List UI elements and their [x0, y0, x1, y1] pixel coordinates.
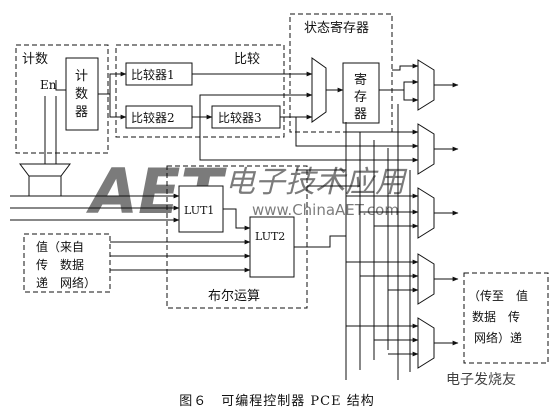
input-line-3: 递 网络） — [36, 275, 96, 290]
output-values-box — [463, 272, 549, 364]
register-char-3: 器 — [354, 107, 367, 122]
lut2-label: LUT2 — [255, 230, 285, 243]
comparator1-label: 比较器1 — [131, 67, 175, 82]
output-mux-3 — [417, 187, 435, 239]
counter-char-3: 器 — [75, 105, 88, 120]
output-line-1: （传至 值 — [468, 288, 528, 303]
watermark-url: www.ChinaAET.com — [252, 201, 399, 219]
output-mux-2 — [417, 123, 435, 175]
input-line-2: 传 数据 — [36, 257, 84, 272]
counter-block — [65, 57, 99, 131]
figure-caption: 图６ 可编程控制器 PCE 结构 — [179, 394, 375, 409]
output-line-3: 网络）递 — [474, 330, 522, 345]
output-mux-1 — [417, 59, 435, 111]
output-mux-4 — [417, 253, 435, 305]
watermark-cn: 电子技术应用 — [225, 165, 408, 200]
comparator3-label: 比较器3 — [218, 110, 262, 125]
input-values-box — [23, 233, 111, 293]
counting-group — [15, 44, 109, 154]
counter-char-1: 计 — [75, 69, 88, 84]
status-register-group — [289, 13, 393, 133]
input-line-1: 值（来自 — [36, 239, 84, 254]
register-block — [342, 62, 380, 124]
wires — [10, 63, 459, 380]
counter-char-2: 数 — [75, 87, 88, 102]
en-label: En — [40, 78, 57, 92]
watermark-corner: 电子发烧友 — [446, 372, 516, 388]
output-line-2: 数据 传 — [472, 309, 520, 324]
register-char-2: 存 — [354, 90, 367, 105]
boolean-group — [166, 165, 308, 309]
lut1-label: LUT1 — [184, 204, 214, 217]
boolean-title: 布尔运算 — [208, 289, 260, 304]
compare-title: 比较 — [234, 52, 260, 67]
output-mux-5 — [417, 317, 435, 369]
comparator2-label: 比较器2 — [131, 110, 175, 125]
input-mux — [19, 163, 71, 177]
register-char-1: 寄 — [354, 72, 367, 88]
status-register-title: 状态寄存器 — [304, 20, 369, 36]
mux-register-input — [311, 57, 327, 123]
counting-title: 计数 — [22, 52, 48, 67]
lut2-block — [249, 216, 295, 278]
